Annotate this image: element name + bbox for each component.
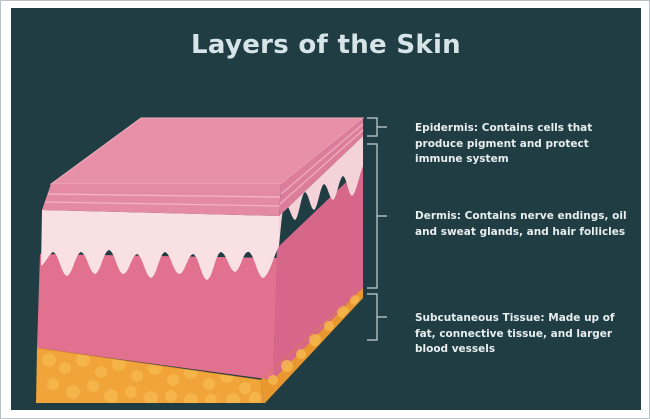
subcutaneous-label: Subcutaneous Tissue: Made up of fat, con… [415, 311, 637, 358]
dermis-label: Dermis: Contains nerve endings, oil and … [415, 209, 637, 240]
layer-brackets [367, 118, 387, 340]
epidermis-label: Epidermis: Contains cells that produce p… [415, 121, 637, 168]
skin-layers-diagram: Layers of the Skin [11, 8, 641, 410]
epidermis-bracket [367, 118, 387, 136]
dermis-bracket [367, 144, 387, 288]
subcutaneous-bracket [367, 294, 387, 340]
